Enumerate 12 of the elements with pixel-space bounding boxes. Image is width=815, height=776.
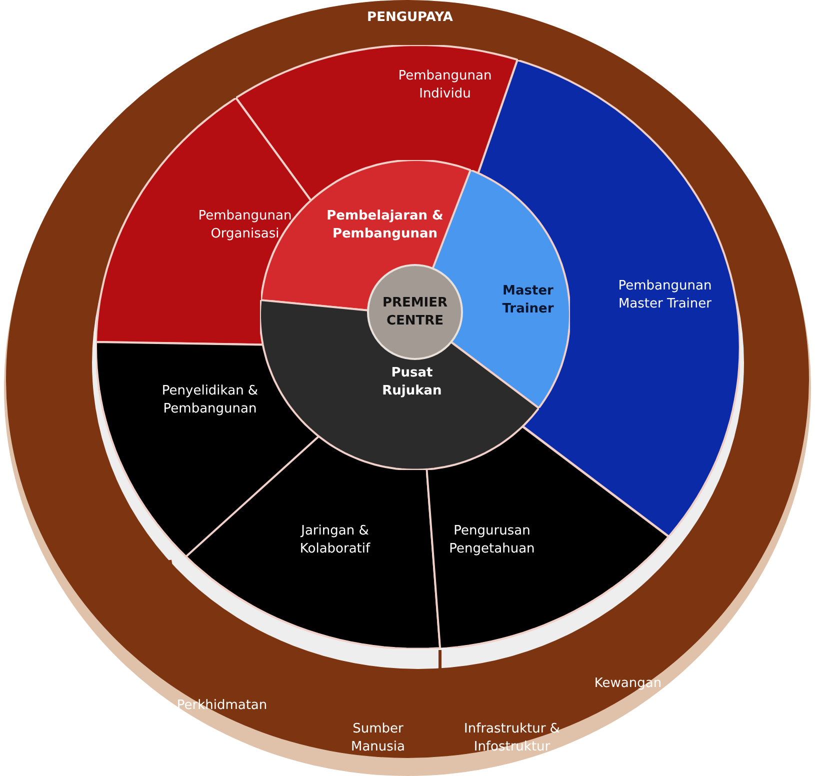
segment-label: Pembangunan Organisasi <box>197 207 293 243</box>
segment-label: Pusat Rujukan <box>381 364 443 400</box>
segment-label: Penyelidikan & Pembangunan <box>160 382 260 418</box>
segment-label: Pembangunan Individu <box>397 67 493 103</box>
ring-title: PENGUPAYA <box>367 9 453 27</box>
segment-label: Jaringan & Kolaboratif <box>298 522 372 558</box>
segment-label: Pembelajaran & Pembangunan <box>326 207 444 243</box>
segment-label: Pembangunan Master Trainer <box>617 277 713 313</box>
segment-label: Pengurusan Pengetahuan <box>448 522 536 558</box>
ring-label: Sumber Manusia <box>343 720 413 756</box>
segment-label: Master Trainer <box>501 282 555 318</box>
segment-label: PREMIER CENTRE <box>381 294 449 330</box>
